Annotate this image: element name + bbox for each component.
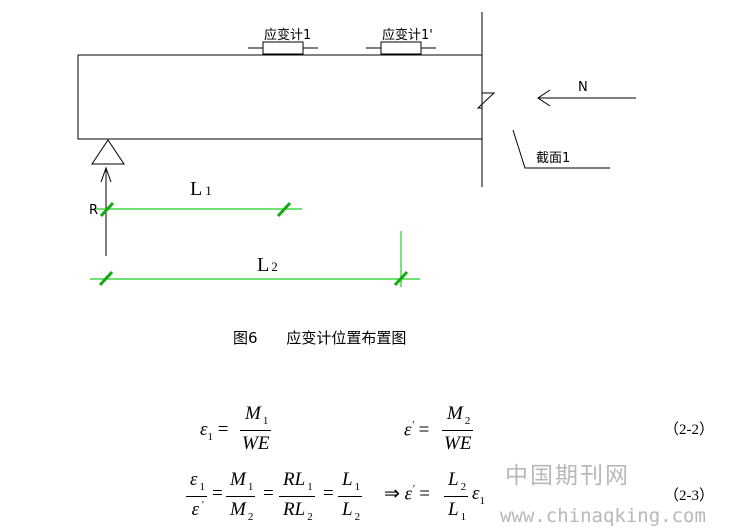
L1-sub: 1 [205, 183, 212, 198]
eq23-eq1: = [212, 483, 223, 504]
dimension-L2 [90, 231, 420, 287]
gauge1p-label: 应变计1' [382, 28, 433, 43]
eq22-lhs: ε1 = [200, 419, 229, 443]
eq23-eps1: ε1 [472, 483, 485, 507]
force-label: N [578, 80, 588, 95]
section-leader-line [512, 129, 610, 169]
strain-gauge-1p [366, 41, 436, 55]
caption-number: 图6 [233, 329, 258, 347]
section-label: 截面1 [536, 151, 571, 166]
L2-main: L [257, 254, 270, 276]
L1-main: L [190, 178, 203, 200]
eq23-eq3: = [323, 483, 334, 504]
strain-gauge-1 [248, 41, 318, 55]
L2-sub: 2 [271, 259, 278, 274]
eq23-implies: ⇒ ε' = [384, 483, 430, 505]
eq22-number: （2-2） [664, 422, 714, 438]
eq23-number: （2-3） [664, 488, 714, 504]
dimension-L1 [94, 201, 302, 218]
figure-caption: 图6 应变计位置布置图 [233, 327, 406, 348]
force-arrow [537, 89, 636, 107]
beam [77, 54, 483, 140]
watermark-url: www.chinaqking.com [500, 505, 706, 527]
eq22-rhs-lhs: ε' = [404, 419, 430, 441]
eq23-eq2: = [263, 483, 274, 504]
strain-gauge-diagram [77, 12, 636, 287]
reaction-label: R [89, 203, 99, 218]
support-triangle [91, 139, 125, 165]
section-break-line [476, 12, 496, 187]
watermark-cn: 中国期刊网 [505, 463, 630, 489]
gauge1-label: 应变计1 [264, 28, 312, 43]
caption-text: 应变计位置布置图 [286, 329, 407, 347]
